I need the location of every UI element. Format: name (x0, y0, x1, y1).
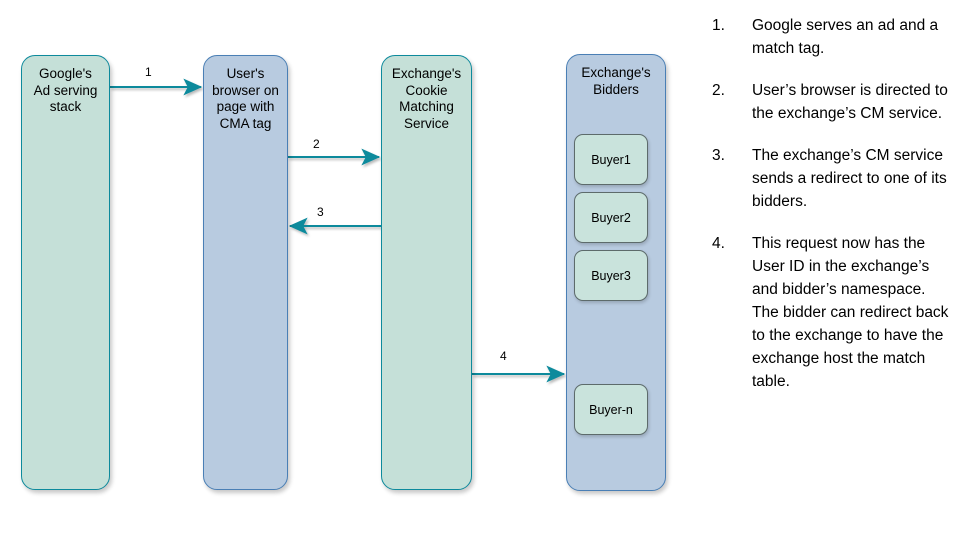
node-browser-label: User's browser on page with CMA tag (212, 66, 279, 131)
list-item: 3. The exchange’s CM service sends a red… (712, 144, 950, 213)
buyer-box[interactable]: Buyer2 (574, 192, 648, 243)
node-cms-label: Exchange's Cookie Matching Service (391, 66, 462, 131)
list-item: 2. User’s browser is directed to the exc… (712, 79, 950, 125)
step-number: 2. (712, 82, 725, 99)
step-number: 1. (712, 17, 725, 34)
arrow-label-1: 1 (145, 65, 152, 79)
node-exchange-cookie-matching-service[interactable]: Exchange's Cookie Matching Service (381, 55, 472, 490)
buyer-label: Buyer-n (589, 402, 633, 417)
buyer-label: Buyer3 (591, 268, 631, 283)
arrow-label-4: 4 (500, 349, 507, 363)
arrow-label-3: 3 (317, 205, 324, 219)
step-text: The exchange’s CM service sends a redire… (752, 147, 947, 210)
step-number: 4. (712, 235, 725, 252)
step-text: Google serves an ad and a match tag. (752, 17, 939, 57)
node-google-ad-serving-stack[interactable]: Google's Ad serving stack (21, 55, 110, 490)
buyer-label: Buyer1 (591, 152, 631, 167)
node-bidders-label: Exchange's Bidders (581, 65, 651, 97)
step-text: User’s browser is directed to the exchan… (752, 82, 948, 122)
step-text: This request now has the User ID in the … (752, 235, 949, 390)
buyer-box[interactable]: Buyer1 (574, 134, 648, 185)
step-number: 3. (712, 147, 725, 164)
buyer-box[interactable]: Buyer-n (574, 384, 648, 435)
steps-list: 1. Google serves an ad and a match tag. … (712, 14, 950, 412)
list-item: 1. Google serves an ad and a match tag. (712, 14, 950, 60)
list-item: 4. This request now has the User ID in t… (712, 232, 950, 393)
node-google-label: Google's Ad serving stack (33, 66, 98, 114)
buyer-box[interactable]: Buyer3 (574, 250, 648, 301)
arrow-label-2: 2 (313, 137, 320, 151)
buyer-label: Buyer2 (591, 210, 631, 225)
node-user-browser[interactable]: User's browser on page with CMA tag (203, 55, 288, 490)
